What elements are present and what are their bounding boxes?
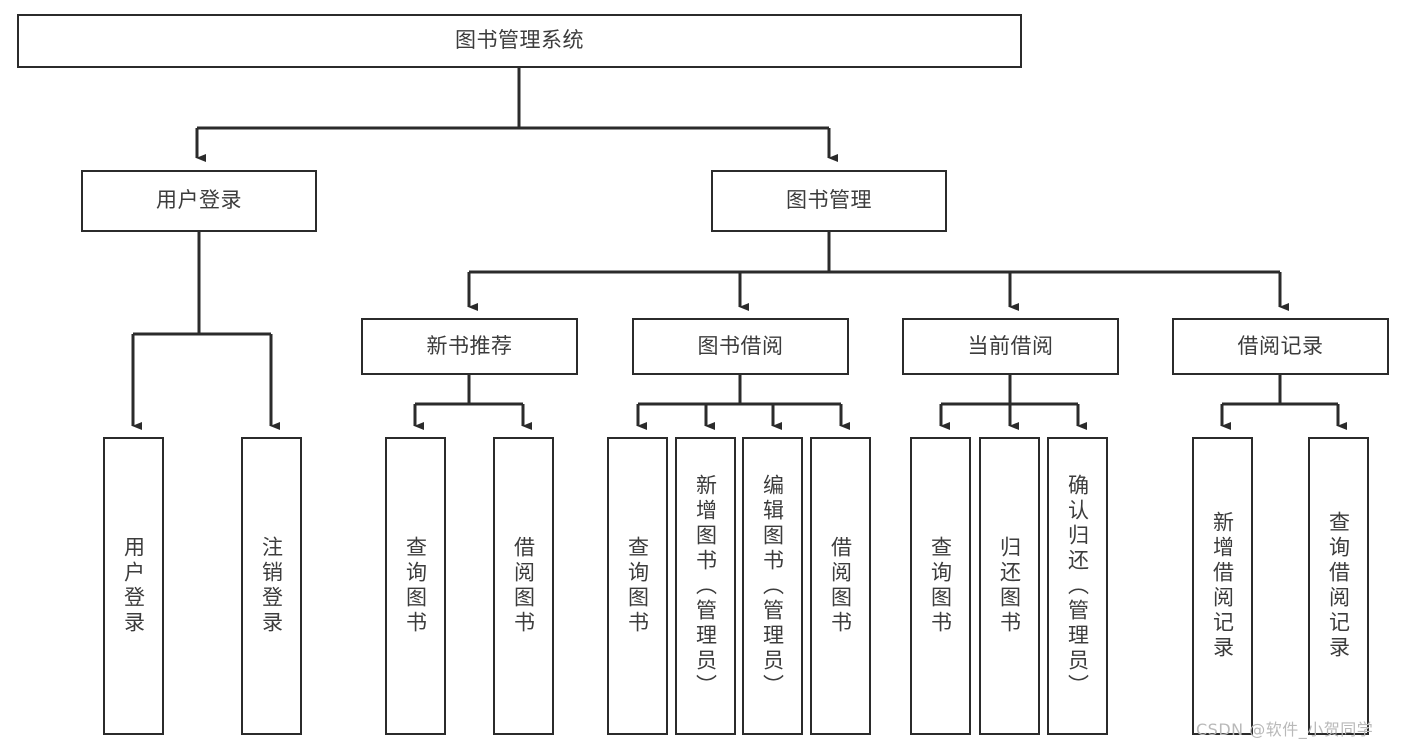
node-user-login[interactable]: 用户登录	[81, 170, 317, 232]
node-leaf-confirm-return[interactable]: 确认归还（管理员）	[1047, 437, 1108, 735]
node-leaf-borrow-book-2[interactable]: 借阅图书	[810, 437, 871, 735]
node-leaf-return-book[interactable]: 归还图书	[979, 437, 1040, 735]
node-leaf-query-record[interactable]: 查询借阅记录	[1308, 437, 1369, 735]
node-leaf-add-record[interactable]: 新增借阅记录	[1192, 437, 1253, 735]
node-leaf-return-book-label: 归还图书	[997, 536, 1022, 636]
node-book-borrow-label: 图书借阅	[697, 333, 784, 358]
node-book-borrow[interactable]: 图书借阅	[632, 318, 849, 375]
edges-new-book-recommend	[413, 375, 532, 430]
node-leaf-user-login-label: 用户登录	[121, 536, 146, 636]
node-leaf-confirm-return-label: 确认归还（管理员）	[1065, 473, 1090, 699]
node-leaf-edit-book-label: 编辑图书（管理员）	[760, 473, 785, 699]
edges-root	[195, 68, 838, 162]
node-current-borrow[interactable]: 当前借阅	[902, 318, 1119, 375]
node-root[interactable]: 图书管理系统	[17, 14, 1022, 68]
node-leaf-edit-book[interactable]: 编辑图书（管理员）	[742, 437, 803, 735]
node-leaf-add-book[interactable]: 新增图书（管理员）	[675, 437, 736, 735]
node-leaf-logout-login-label: 注销登录	[259, 536, 284, 636]
node-leaf-borrow-book-1[interactable]: 借阅图书	[493, 437, 554, 735]
node-borrow-record[interactable]: 借阅记录	[1172, 318, 1389, 375]
edges-borrow-record	[1220, 375, 1347, 430]
node-root-label: 图书管理系统	[455, 28, 584, 53]
node-borrow-record-label: 借阅记录	[1237, 333, 1324, 358]
node-leaf-query-record-label: 查询借阅记录	[1326, 511, 1351, 661]
node-leaf-query-book-2-label: 查询图书	[625, 536, 650, 636]
node-book-management[interactable]: 图书管理	[711, 170, 947, 232]
node-leaf-add-book-label: 新增图书（管理员）	[693, 473, 718, 699]
node-new-book-recommend-label: 新书推荐	[426, 333, 513, 358]
node-leaf-query-book-3-label: 查询图书	[928, 536, 953, 636]
node-leaf-user-login[interactable]: 用户登录	[103, 437, 164, 735]
node-leaf-borrow-book-2-label: 借阅图书	[828, 536, 853, 636]
node-leaf-query-book-1[interactable]: 查询图书	[385, 437, 446, 735]
node-leaf-query-book-2[interactable]: 查询图书	[607, 437, 668, 735]
node-leaf-query-book-3[interactable]: 查询图书	[910, 437, 971, 735]
node-user-login-label: 用户登录	[156, 188, 242, 213]
edges-user-login	[131, 232, 280, 430]
edges-book-borrow	[636, 375, 850, 430]
node-leaf-query-book-1-label: 查询图书	[403, 536, 428, 636]
node-new-book-recommend[interactable]: 新书推荐	[361, 318, 578, 375]
node-leaf-logout-login[interactable]: 注销登录	[241, 437, 302, 735]
node-book-management-label: 图书管理	[786, 188, 872, 213]
edges-current-borrow	[939, 375, 1087, 430]
node-current-borrow-label: 当前借阅	[967, 333, 1054, 358]
node-leaf-add-record-label: 新增借阅记录	[1210, 511, 1235, 661]
node-leaf-borrow-book-1-label: 借阅图书	[511, 536, 536, 636]
edges-book-management	[467, 232, 1289, 311]
